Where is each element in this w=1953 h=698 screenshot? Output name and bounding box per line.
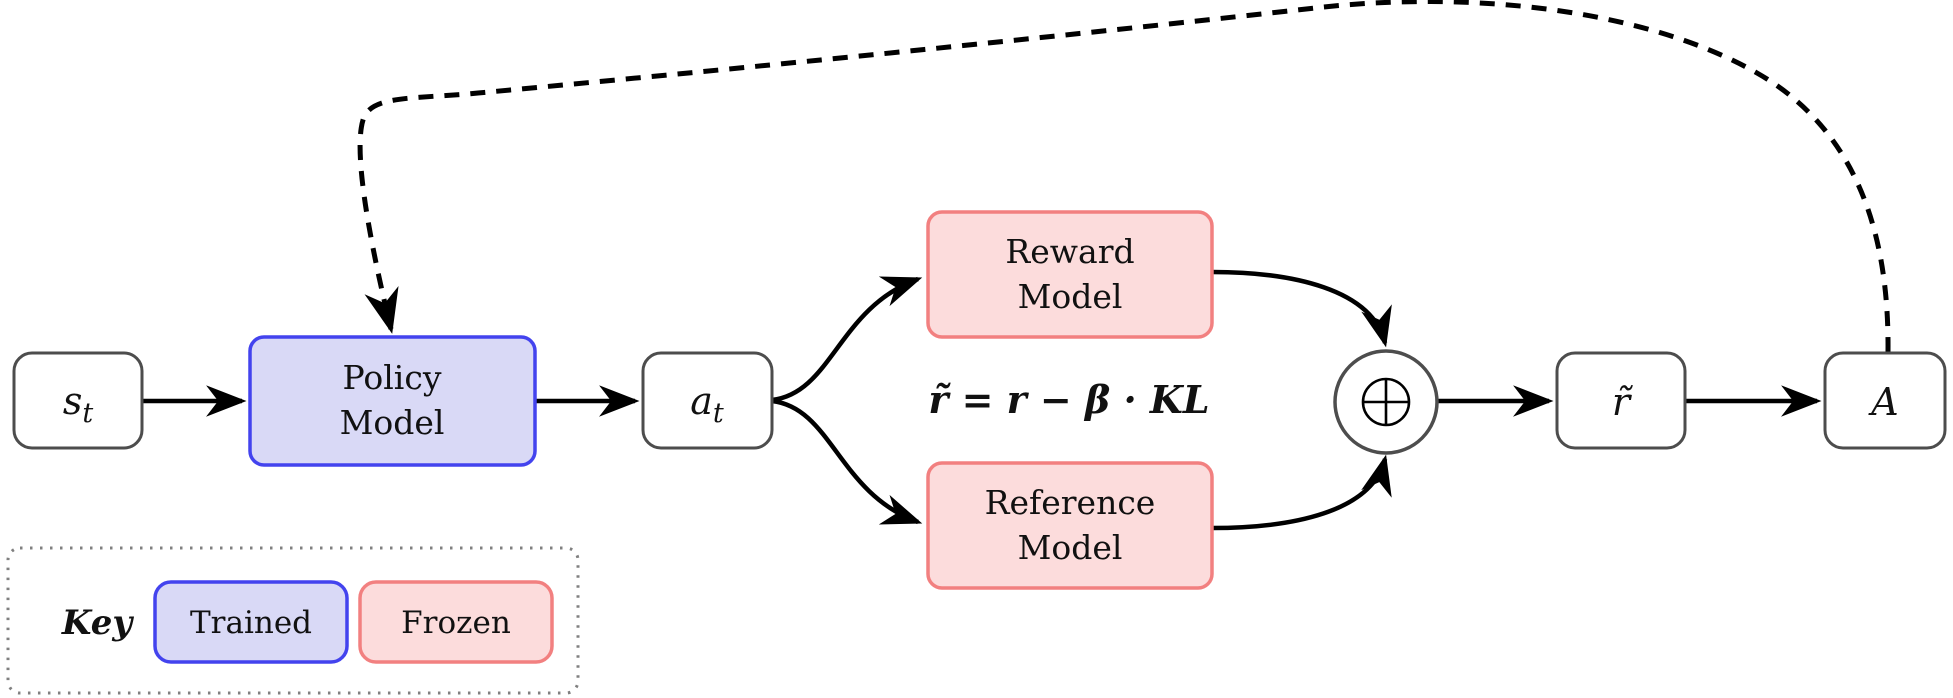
policy-model-node: Policy Model [248,335,537,467]
combiner-node [1333,349,1439,455]
legend-frozen-swatch [358,580,554,664]
policy-model-label-line1: Policy [343,358,442,397]
arrow-reference-to-combiner [1211,454,1392,531]
action-node: at [641,351,774,450]
policy-model-label-line2: Model [340,403,445,442]
action-label: at [690,379,724,429]
advantage-node: A [1823,351,1947,450]
action-box [641,351,774,450]
arrow-reward-to-combiner [1211,269,1392,348]
legend-trained-item: Trained [153,580,349,664]
legend: Key Trained Frozen [6,546,580,695]
legend-title: Key [61,603,134,643]
reference-model-box [926,461,1214,590]
advantage-box [1823,351,1947,450]
legend-trained-swatch [153,580,349,664]
shaped-reward-label: r̃ [1612,380,1633,424]
reference-model-label-line2: Model [1018,528,1123,567]
shaped-reward-node: r̃ [1555,351,1687,450]
arrow-action-to-reward [771,276,923,403]
reward-model-label-line1: Reward [1005,232,1134,271]
arrow-action-to-reference [771,398,923,525]
state-label: st [63,379,94,429]
kl-formula: r̃ = r − β · KL [928,377,1209,422]
legend-frozen-item: Frozen [358,580,554,664]
reward-model-node: Reward Model [926,210,1214,339]
state-box [12,351,144,450]
shaped-reward-box [1555,351,1687,450]
legend-frozen-label: Frozen [401,605,511,641]
advantage-label: A [1868,380,1898,424]
state-node: st [12,351,144,450]
oplus-icon [1361,377,1411,427]
reference-model-label-line1: Reference [985,483,1156,522]
reward-model-box [926,210,1214,339]
reference-model-node: Reference Model [926,461,1214,590]
reward-model-label-line2: Model [1018,277,1123,316]
policy-model-box [248,335,537,467]
legend-trained-label: Trained [190,605,312,641]
